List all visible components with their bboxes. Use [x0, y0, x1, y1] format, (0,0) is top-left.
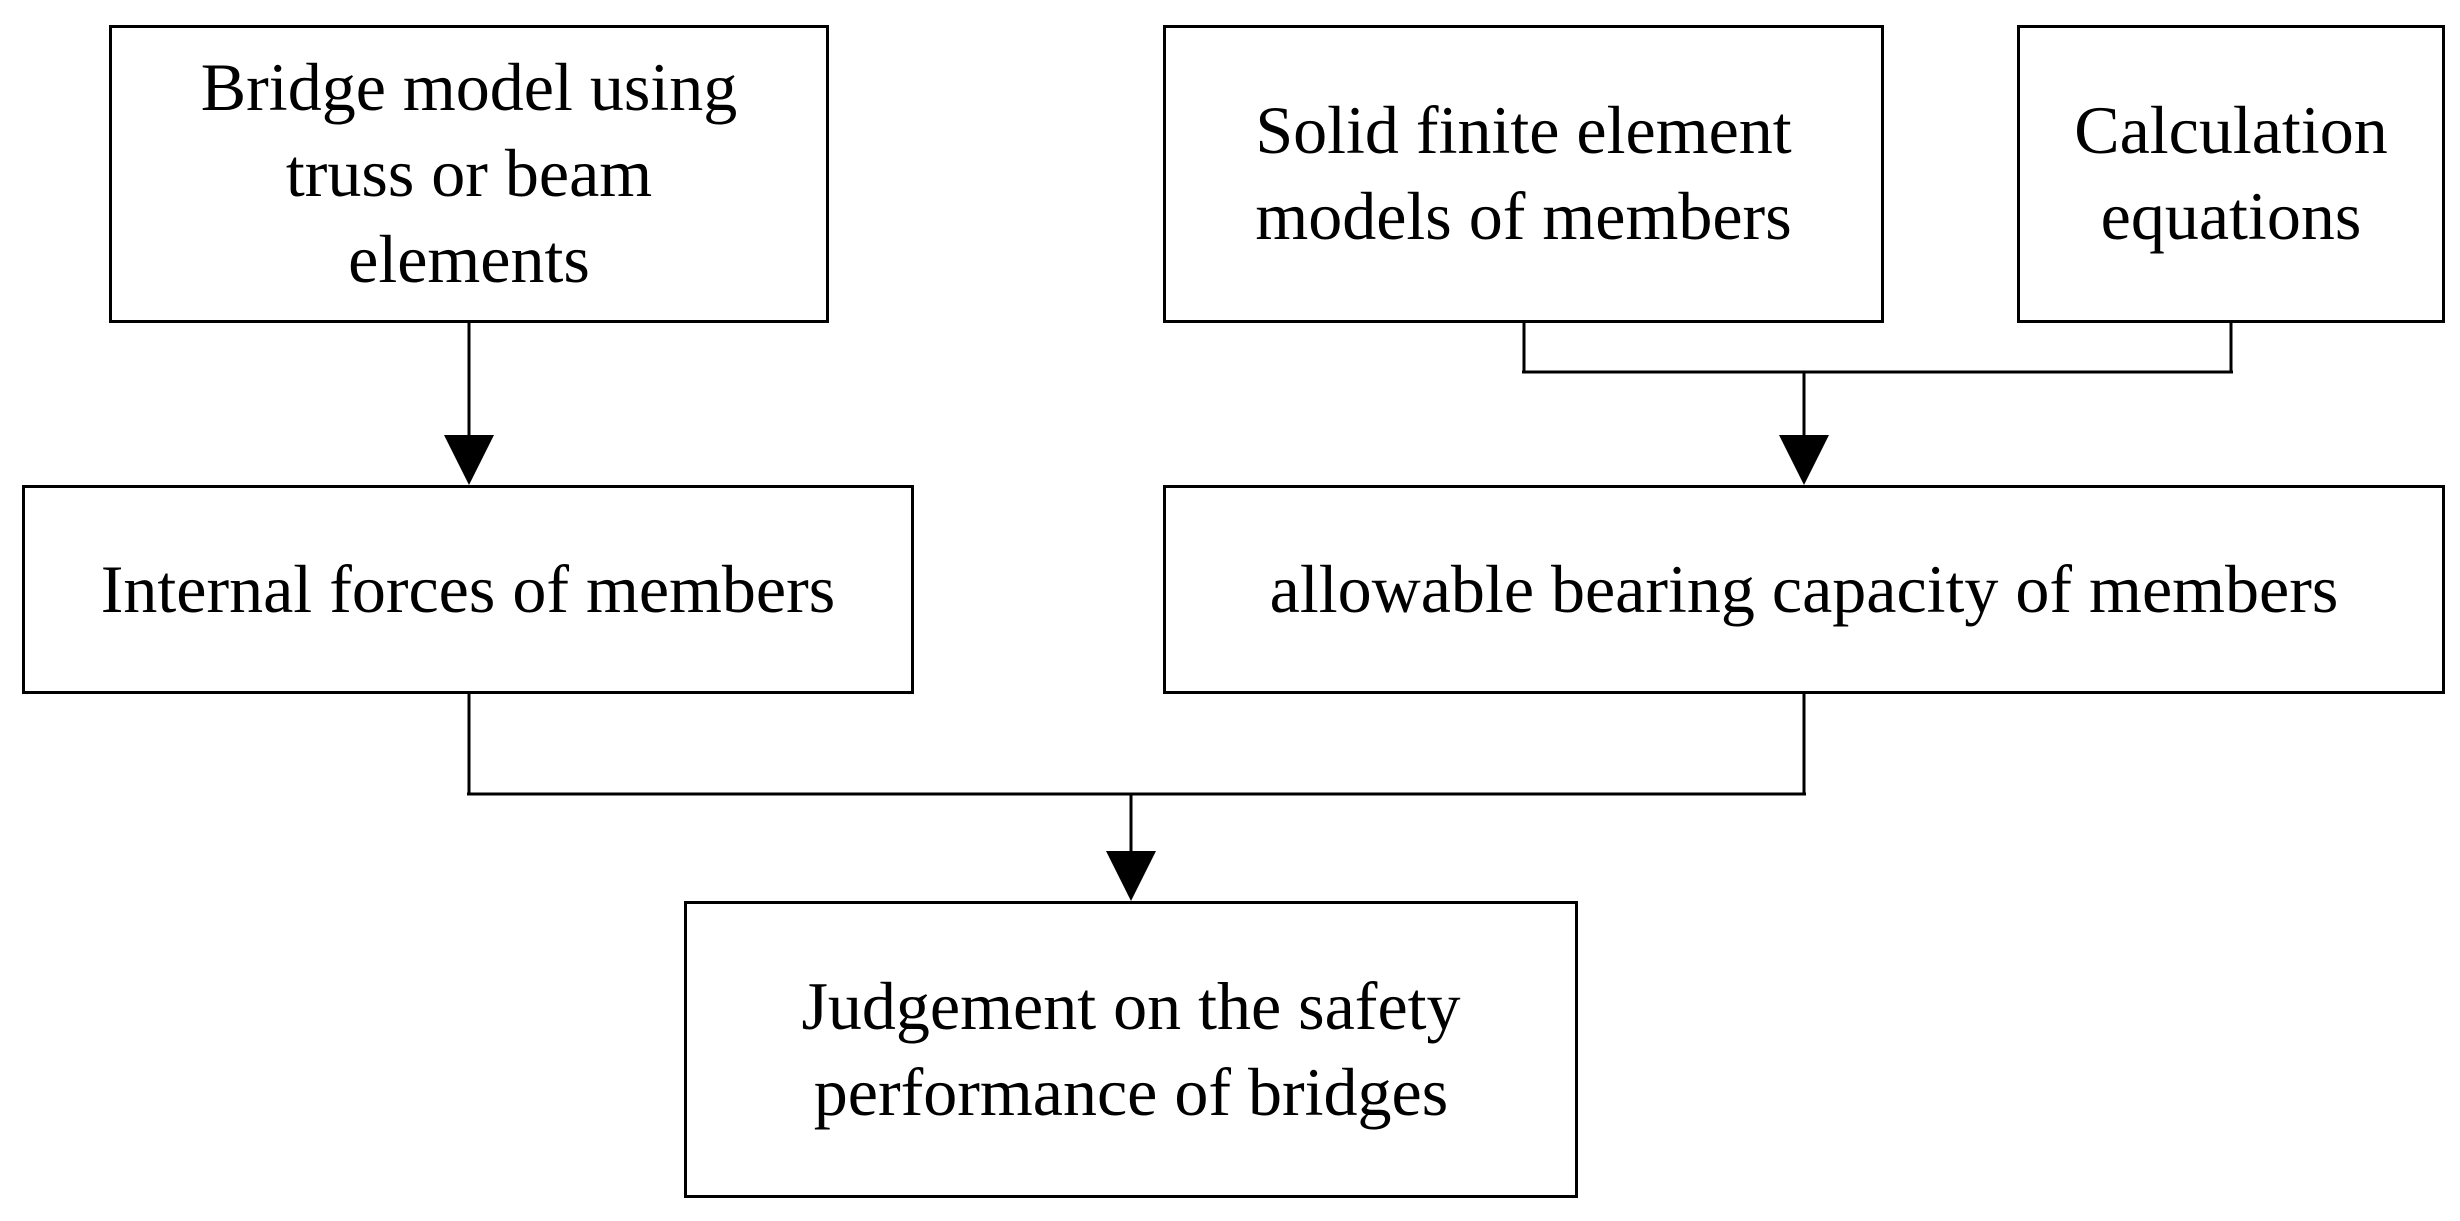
- node-solid-finite-element-models: Solid finite element models of members: [1163, 25, 1884, 323]
- edge-internal-forces-and-allowable-to-judgement: [467, 694, 1806, 901]
- node-label: Internal forces of members: [100, 550, 836, 627]
- node-internal-forces: Internal forces of members: [22, 485, 914, 694]
- node-label: Calculation equations: [2074, 92, 2388, 254]
- node-bridge-model: Bridge model using truss or beam element…: [109, 25, 829, 323]
- node-allowable-bearing-capacity: allowable bearing capacity of members: [1163, 485, 2445, 694]
- arrowhead-icon: [444, 435, 494, 485]
- node-label: Judgement on the safety performance of b…: [801, 967, 1461, 1130]
- arrowhead-icon: [1106, 851, 1156, 901]
- edge-bridge-model-to-internal-forces: [444, 323, 494, 485]
- node-judgement-safety-performance: Judgement on the safety performance of b…: [684, 901, 1578, 1198]
- node-label: allowable bearing capacity of members: [1269, 550, 2339, 627]
- edge-solid-fe-and-calc-eq-to-allowable: [1522, 323, 2233, 485]
- node-calculation-equations: Calculation equations: [2017, 25, 2445, 323]
- arrowhead-icon: [1779, 435, 1829, 485]
- node-label: Bridge model using truss or beam element…: [200, 49, 738, 297]
- node-label: Solid finite element models of members: [1255, 92, 1792, 254]
